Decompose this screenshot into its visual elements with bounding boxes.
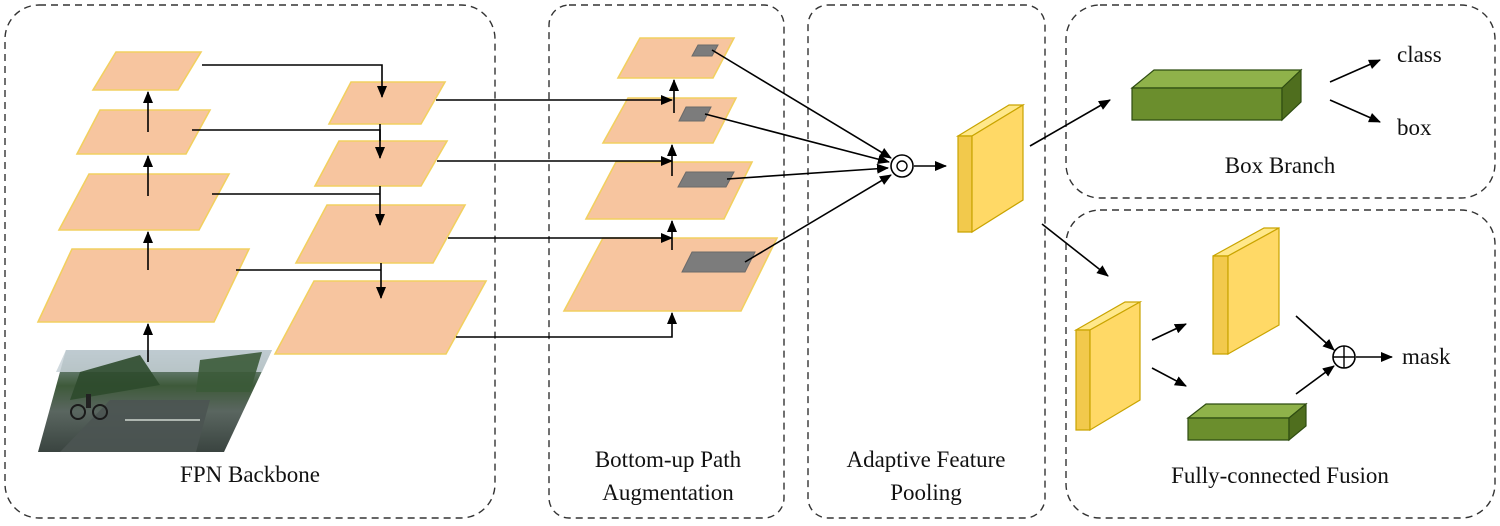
box-branch-fc-block xyxy=(1130,68,1303,122)
fusion-panel xyxy=(1065,209,1496,519)
aug-level-n3 xyxy=(584,161,754,220)
bottom-up-label-line1: Bottom-up Path xyxy=(595,447,742,472)
to-conv-arrow xyxy=(1151,323,1187,341)
fpn-lateral-arrows xyxy=(192,64,387,299)
roi-n2 xyxy=(681,251,756,273)
fpn-level-c5 xyxy=(91,51,203,91)
conv-feature-block xyxy=(1212,226,1280,356)
mask-output-label: mask xyxy=(1402,344,1451,369)
roi-n4 xyxy=(678,106,712,122)
aug-level-n5 xyxy=(616,37,736,79)
input-image xyxy=(38,350,272,452)
fpn-bottom-up-maps xyxy=(36,51,251,323)
pooling-label-line2: Pooling xyxy=(890,480,962,505)
augmented-maps xyxy=(562,37,779,312)
fpn-level-c4 xyxy=(75,109,212,155)
fc-feature-block xyxy=(1186,402,1308,442)
fpn-level-p4 xyxy=(313,140,449,187)
roi-pooling-arrows xyxy=(704,49,892,263)
bottom-up-panel xyxy=(548,4,785,519)
fpn-level-p5 xyxy=(327,81,447,125)
pooling-label-line1: Adaptive Feature xyxy=(846,447,1005,472)
fpn-backbone-panel xyxy=(4,4,496,519)
class-output-label: class xyxy=(1397,42,1442,67)
conv-to-sum-arrow xyxy=(1295,315,1335,351)
augmented-upward-arrows xyxy=(667,79,679,250)
fpn-to-augmented-arrows xyxy=(436,95,677,338)
box-branch-label: Box Branch xyxy=(1225,153,1336,178)
fusion-input-block xyxy=(1073,300,1143,432)
aug-level-n2 xyxy=(562,237,779,312)
to-fc-arrow xyxy=(1151,367,1187,387)
box-branch-panel xyxy=(1065,4,1496,199)
adaptive-pooling-panel xyxy=(807,4,1046,519)
fpn-level-c2 xyxy=(36,248,251,323)
to-box-branch-arrow xyxy=(1029,99,1111,147)
fc-to-sum-arrow xyxy=(1295,365,1335,395)
fpn-level-p3 xyxy=(294,204,467,264)
box-arrow xyxy=(1329,99,1381,123)
to-mask-branch-arrow xyxy=(1041,223,1109,277)
fusion-label: Fully-connected Fusion xyxy=(1171,463,1389,488)
fpn-top-down-maps xyxy=(273,81,488,355)
roi-n3 xyxy=(677,171,735,188)
max-fusion-operator xyxy=(890,154,914,178)
roi-n5 xyxy=(691,44,719,57)
fpn-backbone-label: FPN Backbone xyxy=(180,462,320,487)
fpn-level-p2 xyxy=(273,280,488,355)
aug-level-n4 xyxy=(601,97,738,144)
class-arrow xyxy=(1329,59,1381,83)
sum-operator xyxy=(1332,345,1356,369)
box-output-label: box xyxy=(1397,115,1432,140)
fpn-level-c3 xyxy=(57,173,231,231)
pooled-feature-block xyxy=(955,103,1026,234)
bottom-up-label-line2: Augmentation xyxy=(602,480,734,505)
